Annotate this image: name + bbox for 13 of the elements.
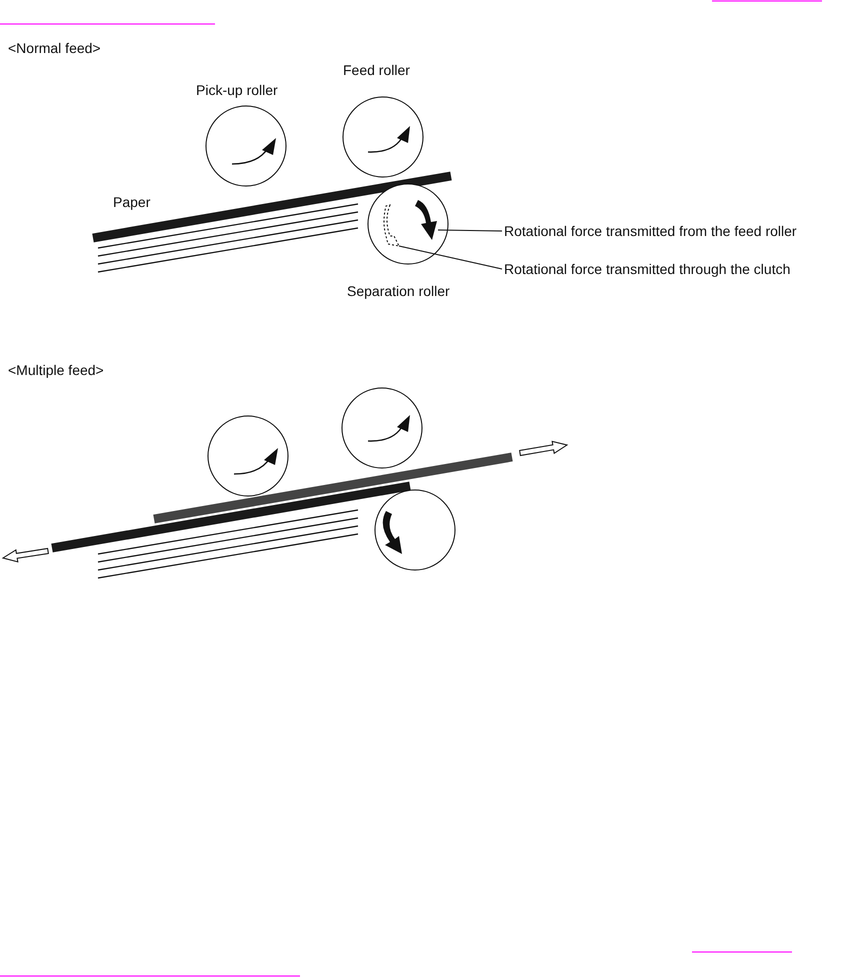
part-label: Paper	[113, 193, 150, 212]
section-heading: <Multiple feed>	[8, 361, 104, 380]
callout-text: Rotational force transmitted from the feed roller	[504, 221, 797, 241]
section-heading: <Normal feed>	[8, 39, 101, 58]
part-label: Pick-up roller	[196, 81, 278, 100]
leader-line	[398, 246, 502, 270]
part-label: Separation roller	[347, 282, 450, 301]
leader-line	[438, 230, 502, 232]
force-arrow	[384, 204, 400, 246]
part-label: Feed roller	[343, 61, 410, 80]
force-arrow	[382, 511, 402, 554]
force-arrow	[415, 200, 437, 240]
callout-text: Rotational force transmitted through the clutch	[504, 259, 790, 279]
